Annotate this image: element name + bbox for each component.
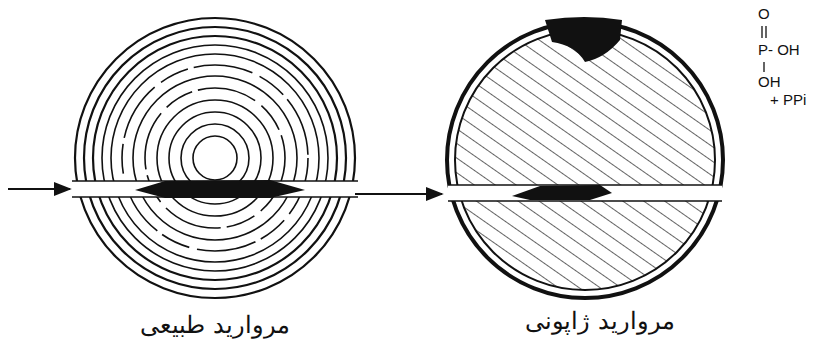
nucleus-fill [135,180,305,198]
layer-ring [93,36,337,280]
arrow [355,193,442,195]
residue-fill [512,185,612,200]
layer-ring [84,27,346,289]
layer-ring [133,76,297,240]
layer-ring [102,45,328,271]
formula-group: P- OH [758,42,800,59]
layer-ring [122,65,308,251]
double-bond [761,26,762,38]
double-bond [765,26,766,38]
nacre-coat [447,22,723,298]
formula-atom: O [758,6,770,23]
layer-ring [111,54,319,262]
nacre-layers [75,18,355,298]
layer-ring [145,88,285,228]
bead-nucleus [455,30,715,290]
arrow [8,188,70,190]
drill-channel [448,185,722,201]
tissue-blob [545,17,622,62]
layer-ring [75,18,355,298]
pearl-caption: مروارید طبیعی [140,312,290,338]
pearl-caption: مروارید ژاپونی [525,308,675,334]
layer-ring [157,100,273,216]
formula-group: OH [758,74,781,91]
layer-ring [193,136,237,180]
drill-channel [72,181,358,197]
formula-term: + PPi [770,92,806,109]
single-bond [763,62,764,72]
